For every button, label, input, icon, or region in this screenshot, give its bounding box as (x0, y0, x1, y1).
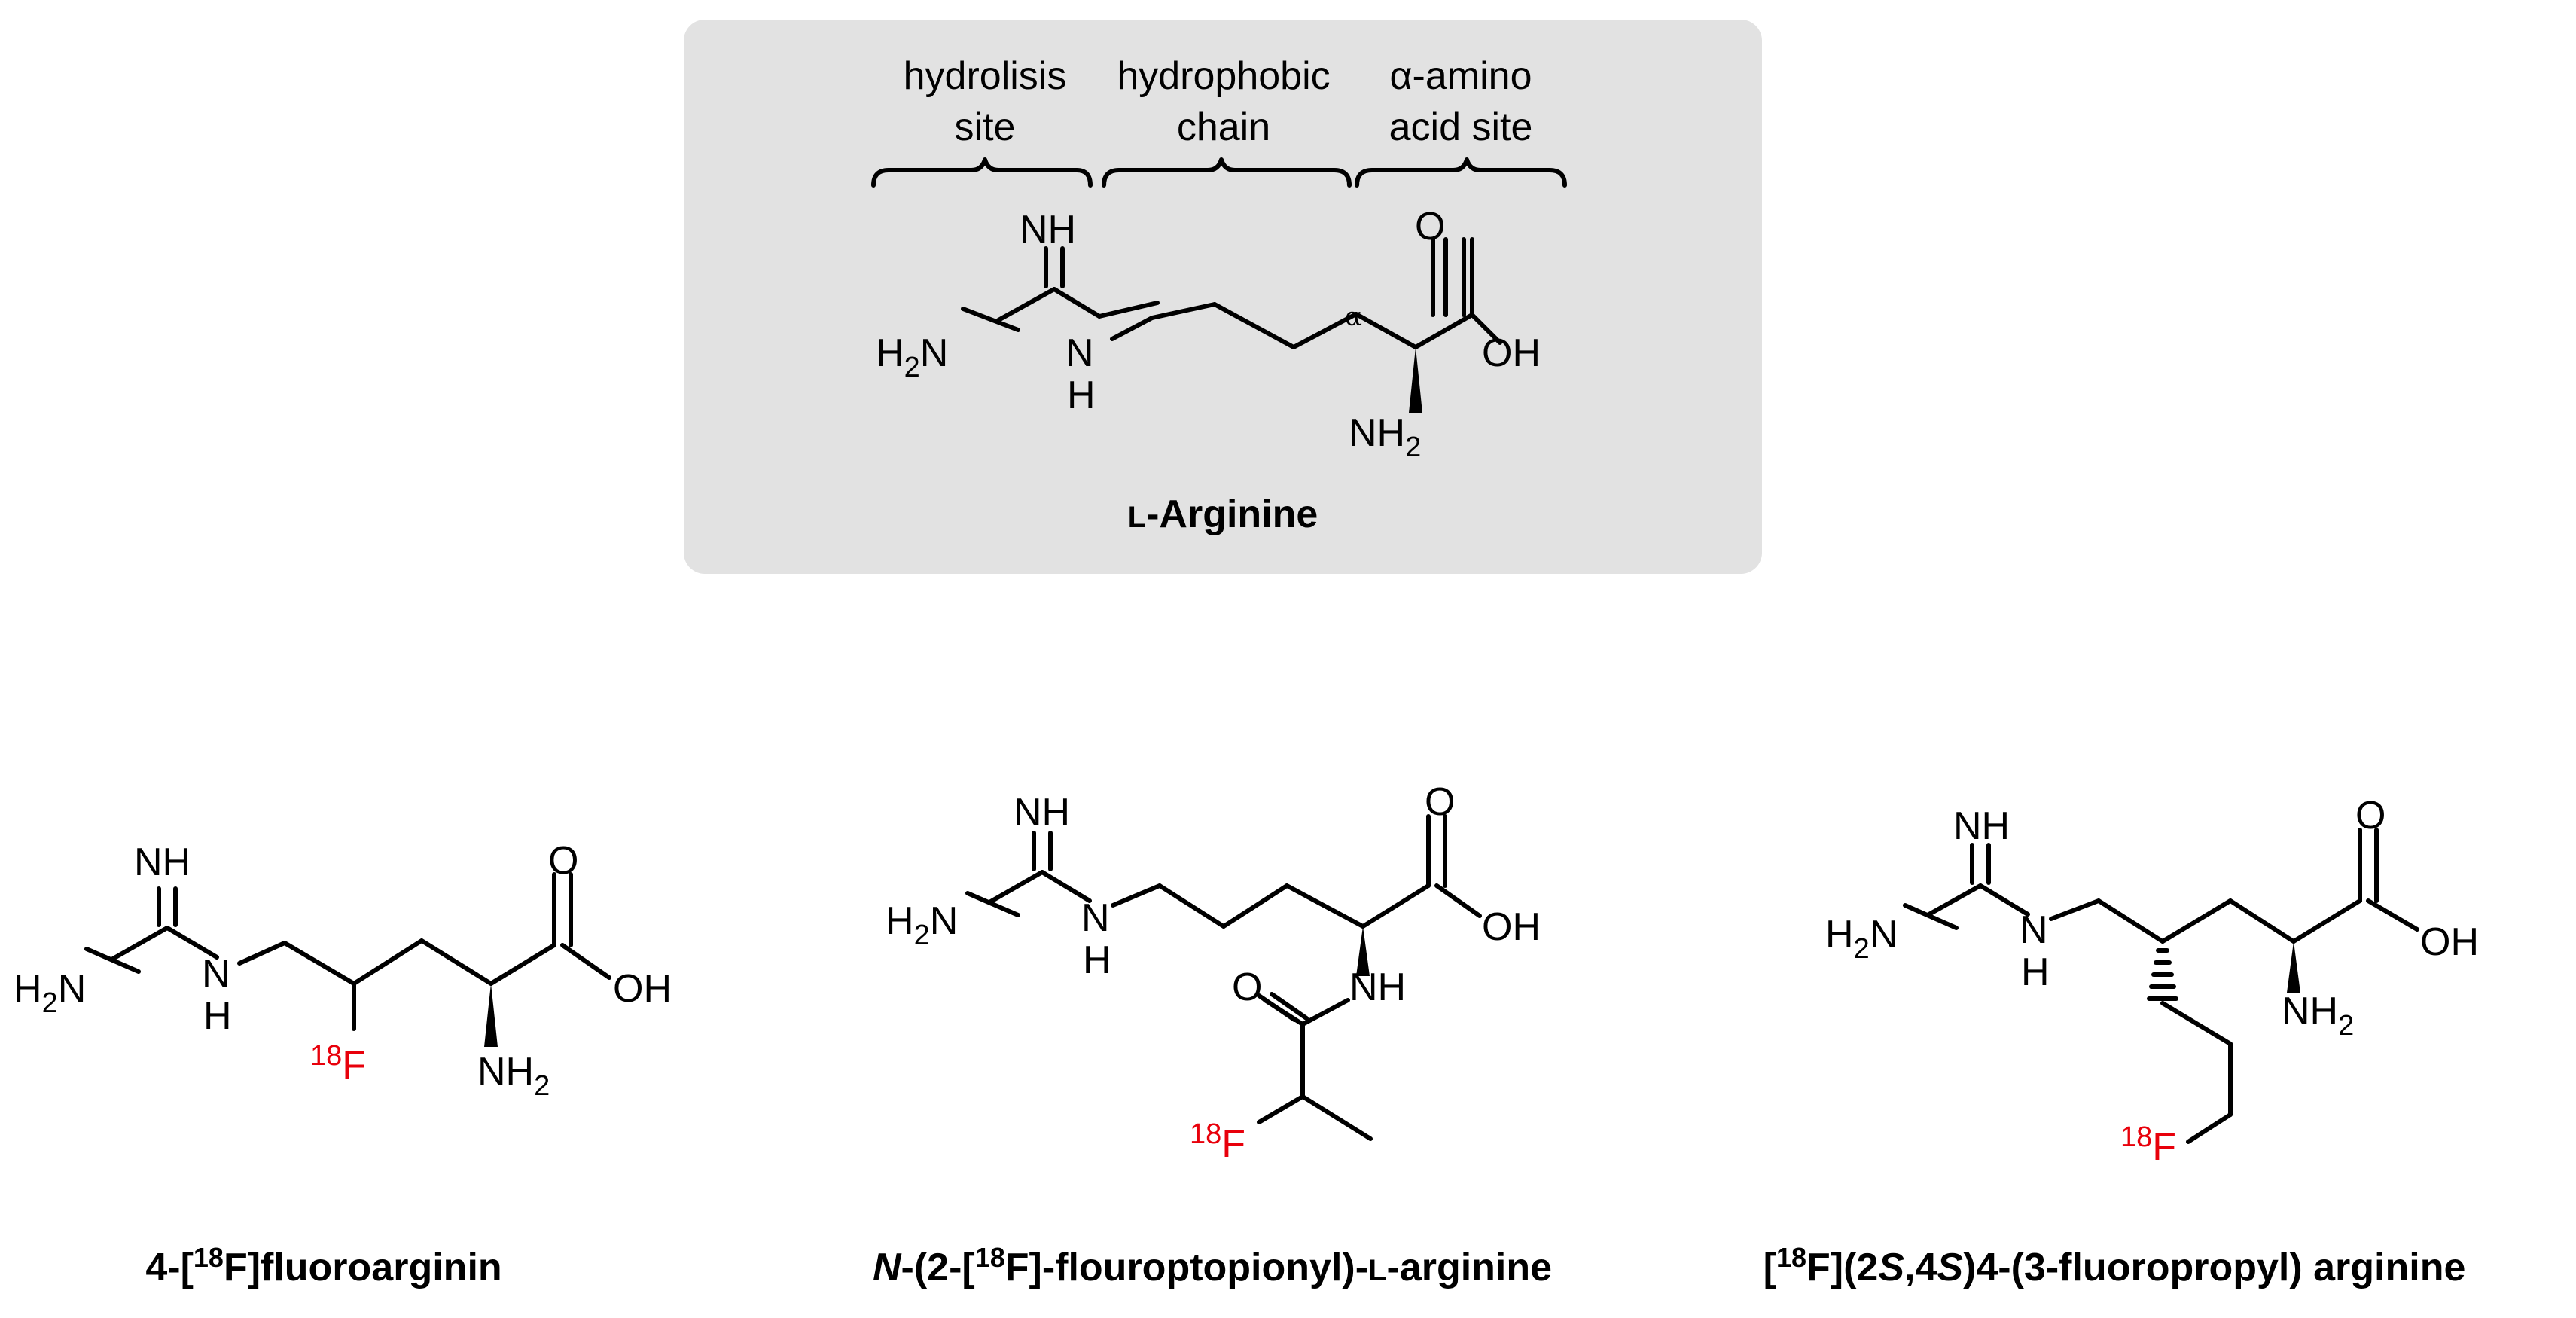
arginine-highlight-box (684, 20, 1762, 574)
fa-NH2-label: NH2 (477, 1050, 550, 1102)
fpr-NH-label: NH (1953, 804, 2010, 848)
fp-O-label: O (1425, 780, 1455, 824)
hydrolysis-brace (871, 157, 1093, 188)
fp-amide-NH-label: NH (1349, 966, 1406, 1009)
hydrolysis-label-line1: hydrolisis (904, 54, 1067, 98)
fa-N-label: N (202, 952, 230, 996)
fpr-N-label: N (2020, 908, 2048, 952)
fa-18F-label: 18F (310, 1040, 366, 1088)
hydrophobic-brace (1102, 157, 1352, 188)
fa-NH-H-label: H (203, 994, 232, 1038)
flouropropionyl-arginine-structure (965, 814, 1482, 1141)
alpha-NH2-label: NH2 (1349, 411, 1421, 463)
alpha-carbon-marker: α (1345, 302, 1362, 332)
fpr-O-label: O (2355, 794, 2385, 837)
alpha-amino-brace (1355, 157, 1567, 188)
arginine-structure (961, 237, 1502, 413)
fa-OH-label: OH (613, 967, 672, 1011)
hydrolysis-label-line2: site (955, 105, 1016, 149)
fp-H2N-label: H2N (886, 899, 958, 951)
alpha-amino-label-line2: acid site (1389, 105, 1533, 149)
alpha-amino-label-line1: α-amino (1389, 54, 1532, 98)
fp-NH-label: NH (1014, 791, 1070, 834)
hydrophobic-label-line1: hydrophobic (1117, 54, 1330, 98)
fp-OH-label: OH (1482, 905, 1541, 949)
fa-NH-label: NH (134, 841, 191, 884)
guanidine-N-label: N (1065, 331, 1094, 375)
fp-amide-O-label: O (1232, 966, 1262, 1009)
fp-NH-H-label: H (1083, 938, 1111, 982)
imine-NH-label: NH (1020, 208, 1076, 252)
carbonyl-O-label: O (1415, 205, 1445, 249)
fpr-18F-label: 18F (2120, 1121, 2176, 1169)
guanidine-NH-H-label: H (1067, 374, 1096, 417)
fpr-NH-H-label: H (2021, 950, 2050, 994)
fpr-OH-label: OH (2420, 920, 2479, 964)
fluoroarginin-caption: 4-[18F]fluoroarginin (145, 1242, 501, 1289)
amino-H2N-label: H2N (876, 331, 948, 383)
hydroxyl-OH-label: OH (1482, 331, 1541, 375)
hydrophobic-label-line2: chain (1177, 105, 1270, 149)
fluoropropyl-arginine-caption: [18F](2S,4S)4-(3-fluoropropyl) arginine (1764, 1242, 2466, 1289)
flouropropionyl-arginine-caption: N-(2-[18F]-flouroptopionyl)-L-arginine (873, 1242, 1552, 1289)
fpr-NH2-label: NH2 (2282, 990, 2354, 1042)
fluoropropyl-arginine-structure (1903, 828, 2419, 1144)
fluoroarginin-structure (84, 872, 611, 1047)
fpr-H2N-label: H2N (1825, 913, 1898, 965)
fp-N-label: N (1081, 896, 1110, 940)
fa-O-label: O (548, 839, 578, 883)
arginine-caption: L-Arginine (1128, 493, 1318, 536)
fa-H2N-label: H2N (14, 967, 86, 1019)
fp-18F-label: 18F (1190, 1118, 1245, 1166)
